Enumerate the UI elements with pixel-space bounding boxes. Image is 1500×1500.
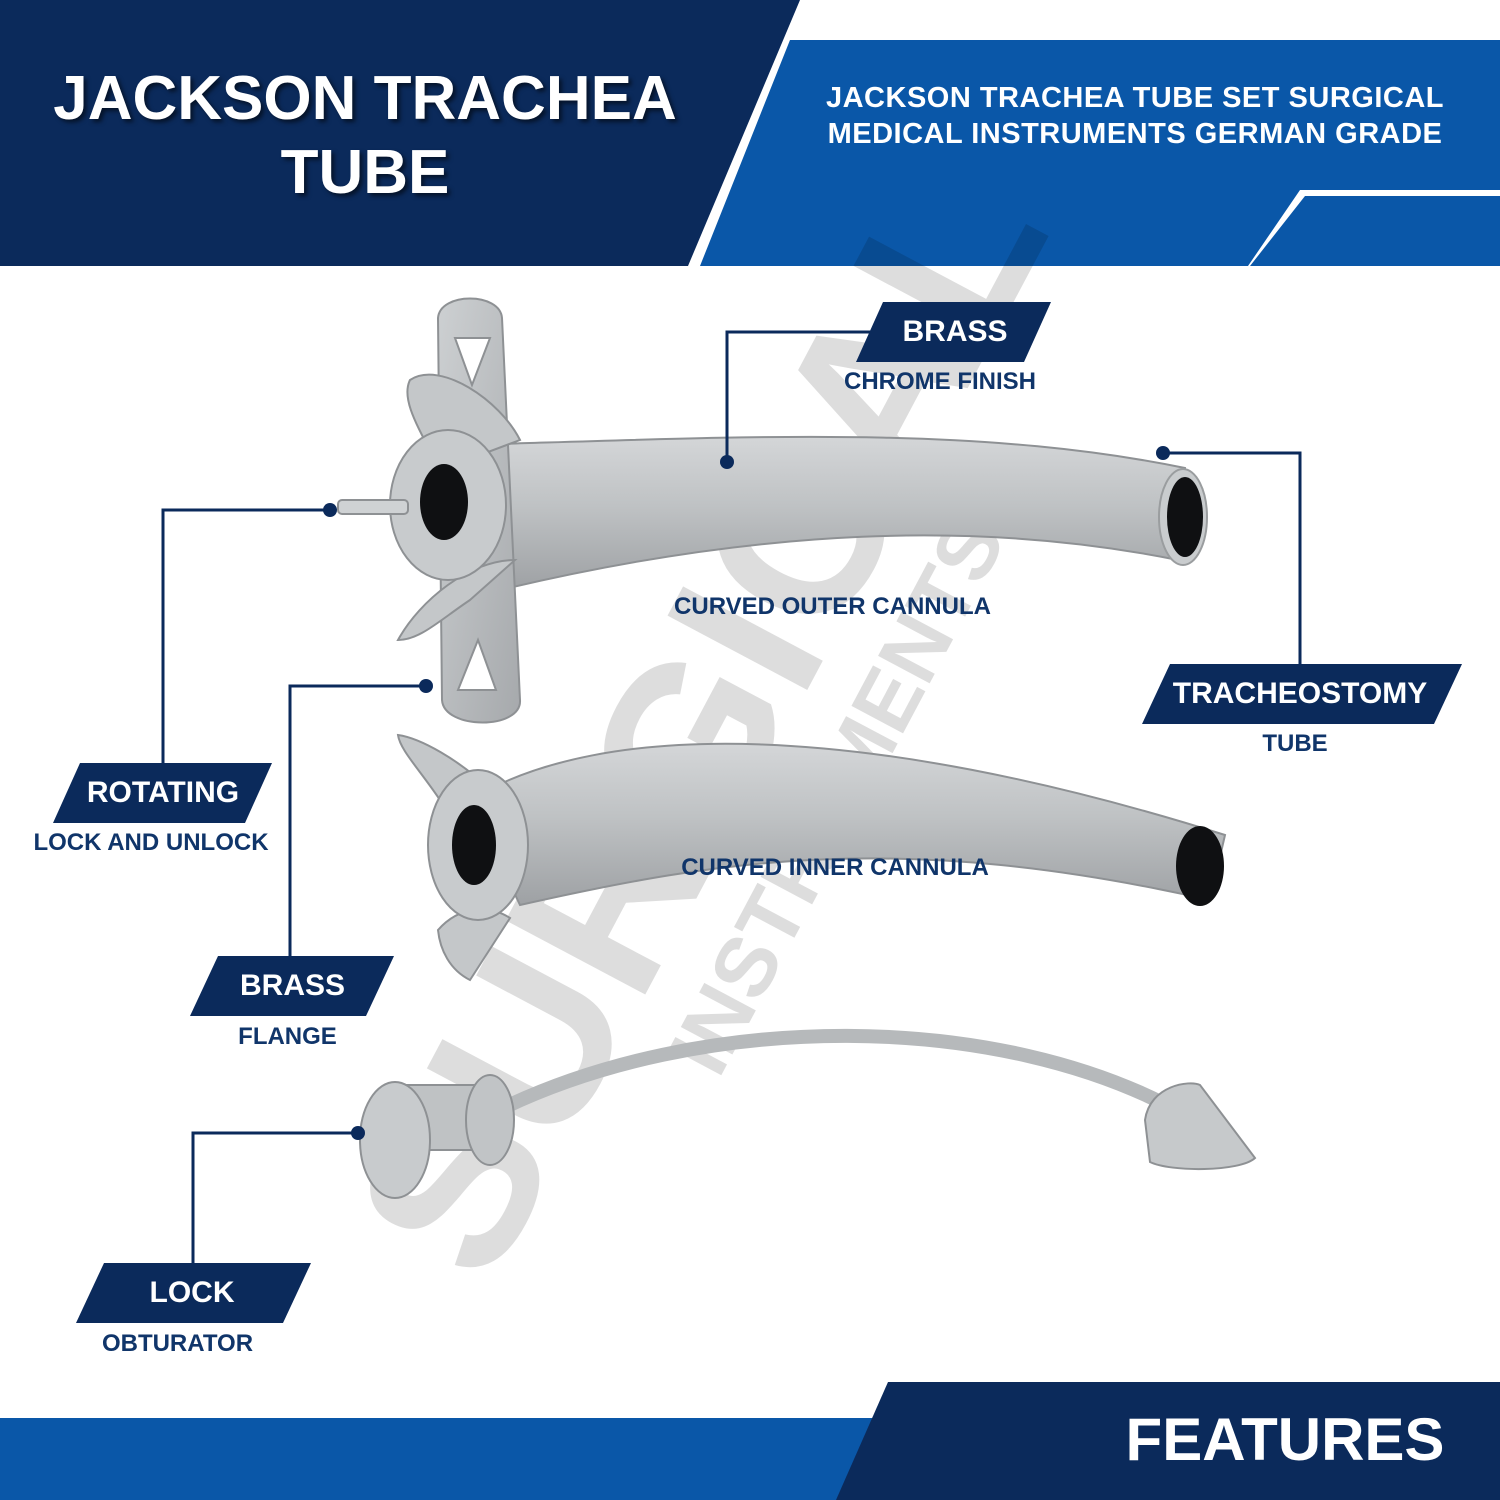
caption-obturator: OBTURATOR	[101, 1330, 254, 1357]
inner-cannula-illustration	[396, 733, 1227, 982]
inner-cannula-lumen	[452, 805, 496, 885]
plate-slot-top	[453, 337, 492, 388]
leader-lines	[161, 330, 1302, 1265]
rotating-wing-bottom	[396, 558, 518, 642]
dot-brass-chrome	[720, 455, 734, 469]
dot-tracheostomy	[1156, 446, 1170, 460]
leader-lock	[191, 1131, 358, 1265]
tag-rotating	[53, 763, 272, 823]
leader-brass-flange	[288, 684, 426, 958]
lock-pin	[337, 499, 409, 515]
page-subtitle: JACKSON TRACHEA TUBE SET SURGICAL MEDICA…	[825, 82, 1444, 150]
tag-label-tracheostomy: TRACHEOSTOMY	[1172, 677, 1428, 710]
dot-lock	[351, 1126, 365, 1140]
footer-navy-panel	[836, 1382, 1500, 1500]
caption-flange: FLANGE	[238, 1023, 337, 1050]
caption-lock-and-unlock: LOCK AND UNLOCK	[33, 829, 269, 856]
tag-label-brass-flange: BRASS	[239, 969, 345, 1002]
page-title: JACKSON TRACHEA TUBE	[53, 64, 677, 207]
outer-cannula-illustration	[337, 297, 1208, 724]
obturator-knob	[359, 1081, 431, 1199]
leader-dots	[323, 446, 1170, 1140]
tag-lock	[76, 1263, 311, 1323]
label-curved-inner-cannula: CURVED INNER CANNULA	[681, 854, 989, 881]
dot-rotating	[323, 503, 337, 517]
leader-brass-chrome	[725, 330, 878, 462]
tag-tracheostomy	[1142, 664, 1462, 724]
dot-brass-flange	[419, 679, 433, 693]
tag-label-rotating: ROTATING	[86, 776, 240, 809]
caption-tube: TUBE	[1262, 730, 1328, 757]
obturator-shaft	[488, 1028, 1192, 1122]
tag-brass-chrome	[856, 302, 1051, 362]
inner-cannula-body	[468, 742, 1227, 907]
obturator-tip	[1143, 1082, 1257, 1171]
tag-label-lock: LOCK	[149, 1276, 235, 1309]
tag-label-brass-chrome: BRASS	[902, 315, 1008, 348]
outer-cannula-lumen	[1167, 477, 1203, 557]
header-blue-band	[700, 40, 1500, 266]
plate-slot-bottom	[456, 637, 498, 691]
footer-blue-band	[0, 1418, 900, 1500]
header-navy-panel	[0, 0, 800, 266]
features-heading: FEATURES	[1125, 1406, 1445, 1473]
obturator-collar	[465, 1074, 515, 1166]
label-curved-outer-cannula: CURVED OUTER CANNULA	[674, 593, 991, 620]
header-accent-stripe	[1250, 196, 1500, 266]
inner-cannula-tip	[1176, 826, 1224, 906]
collar-lumen	[420, 464, 468, 540]
tag-brass-flange	[190, 956, 394, 1016]
leader-rotating	[161, 508, 330, 765]
obturator-illustration	[359, 1028, 1257, 1199]
leader-tracheostomy	[1163, 451, 1302, 665]
caption-chrome-finish: CHROME FINISH	[844, 368, 1036, 395]
